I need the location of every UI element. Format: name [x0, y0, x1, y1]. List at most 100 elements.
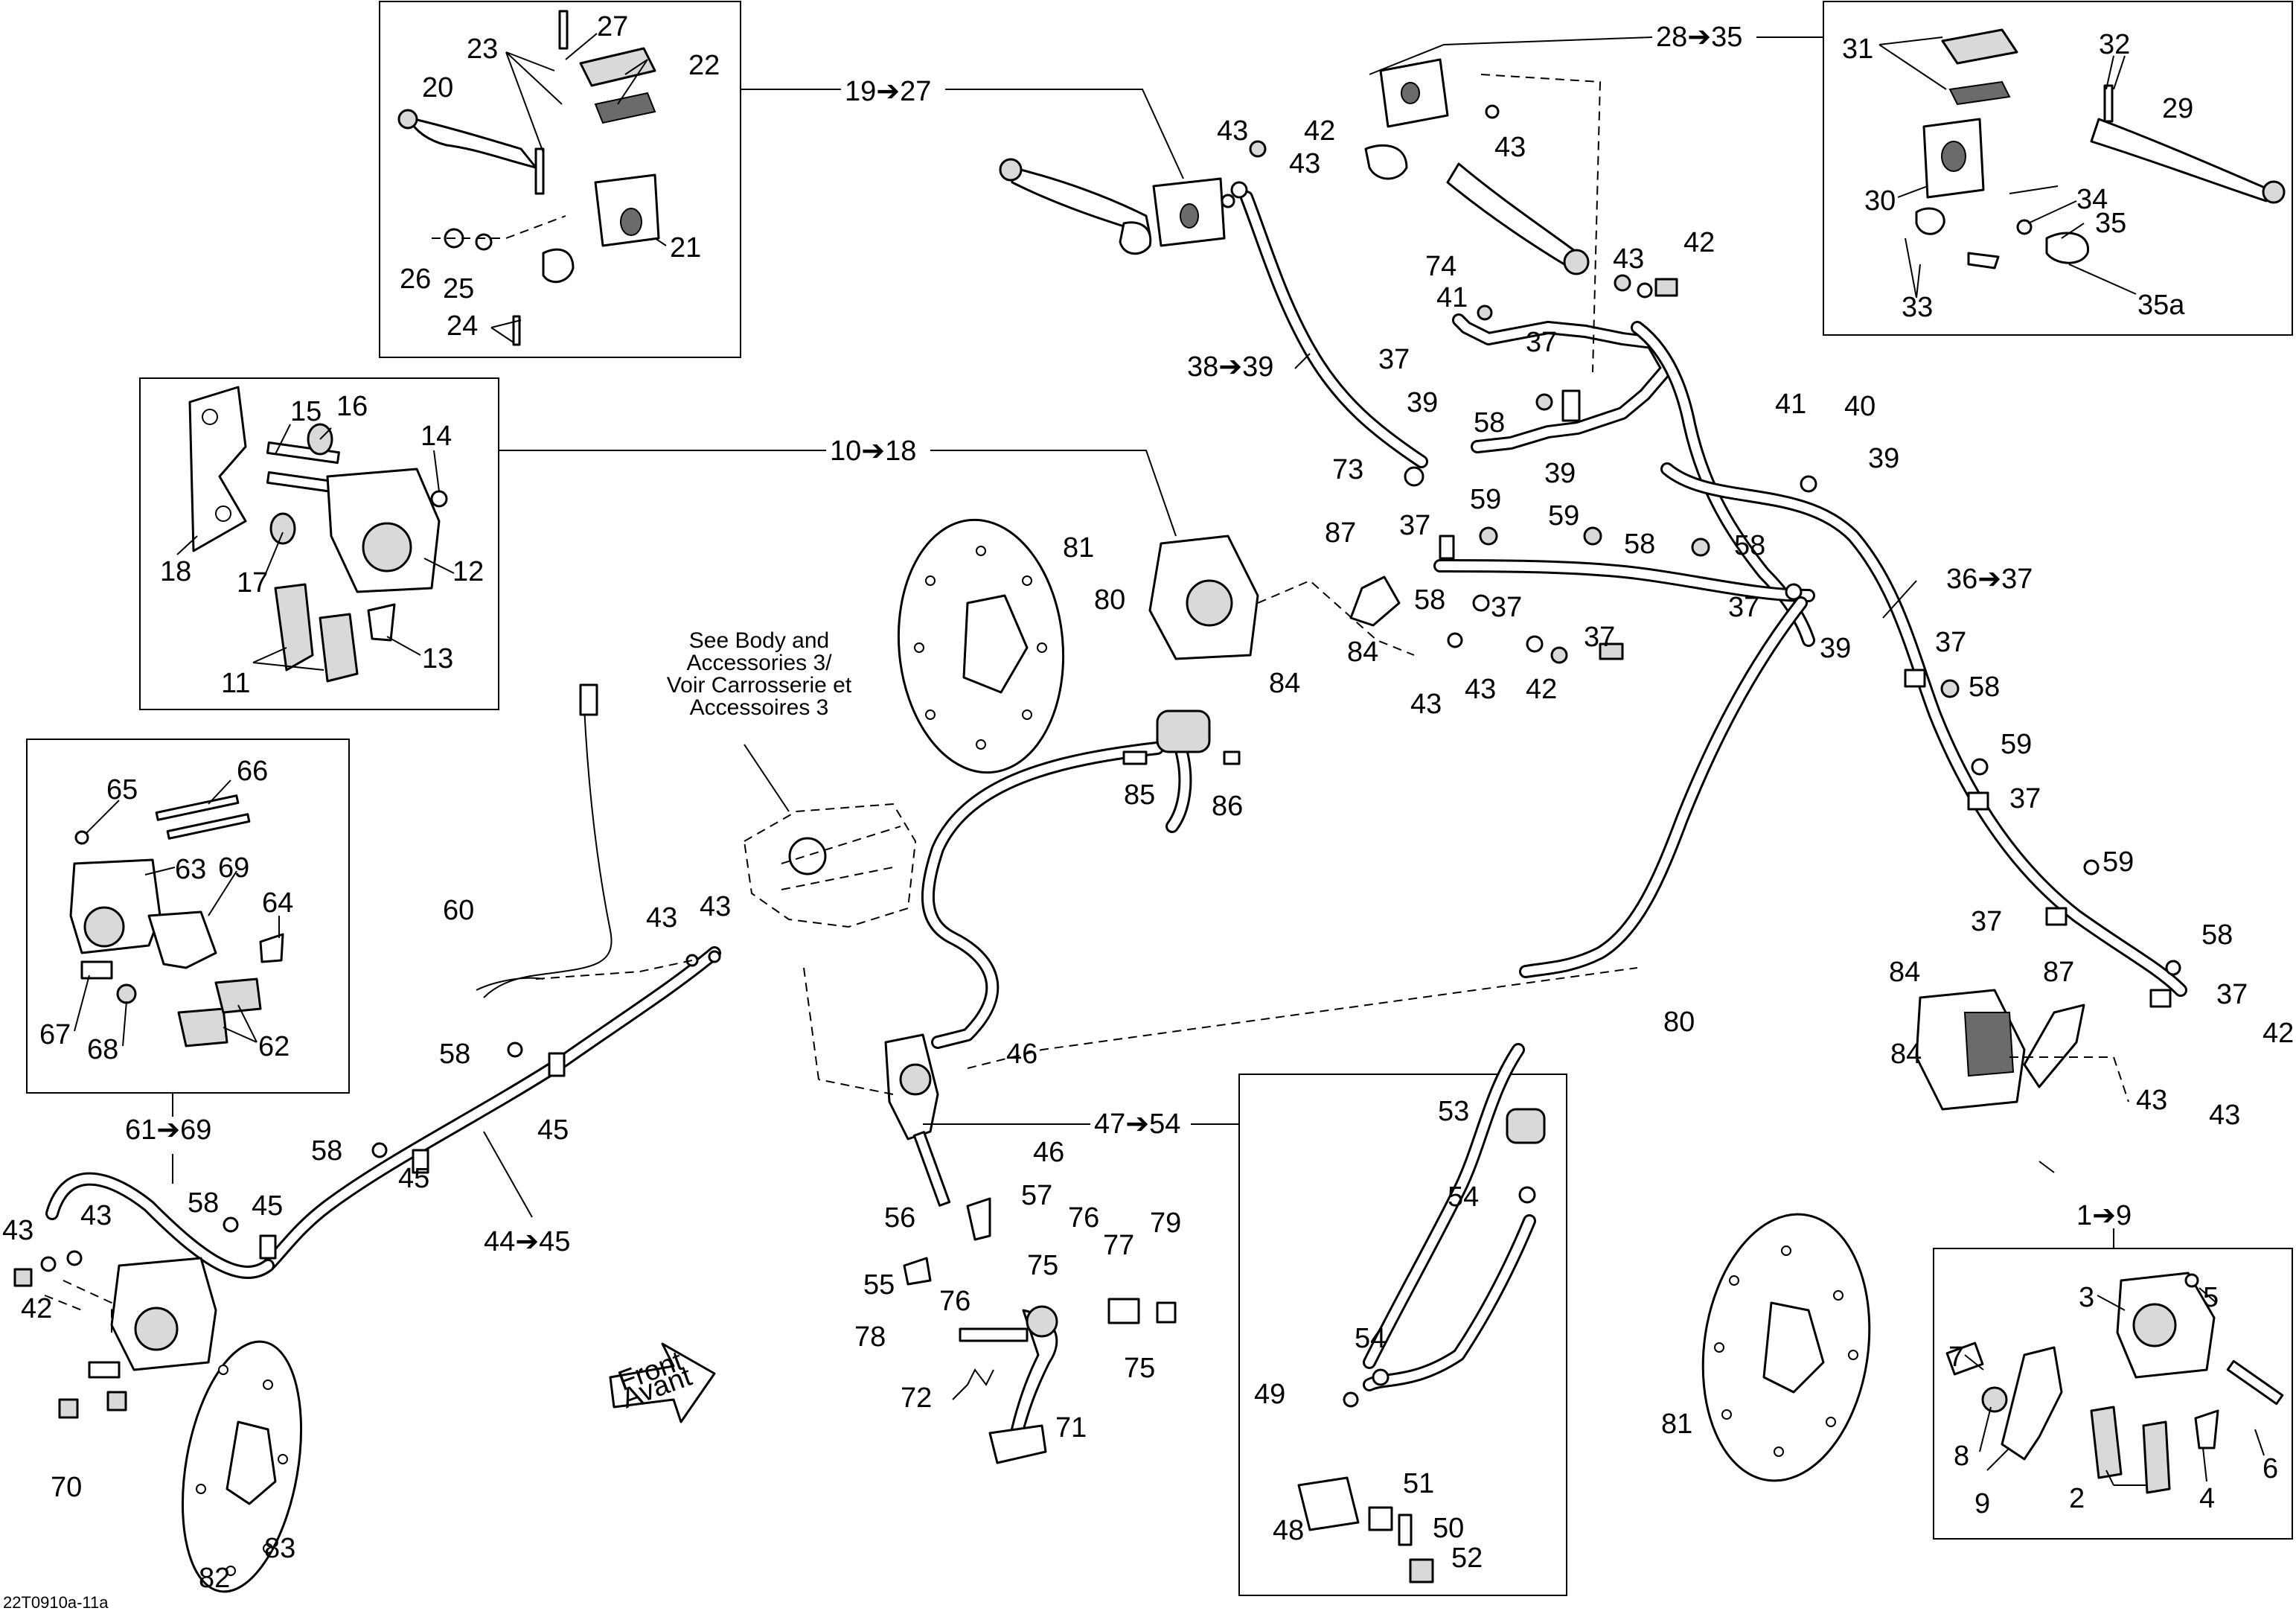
callout-41-a: 41 — [1436, 282, 1468, 313]
rear-caliper-main — [44, 1257, 217, 1419]
brake-pad-11b — [319, 613, 359, 683]
callout-58-g: 58 — [439, 1039, 470, 1070]
handlebar-lever-19-27 — [999, 140, 1267, 255]
callout-8: 8 — [1954, 1441, 1969, 1472]
callout-75-b: 75 — [1124, 1353, 1155, 1384]
callout-42-e: 42 — [21, 1293, 52, 1324]
callout-37-c: 37 — [1399, 510, 1430, 541]
callout-43-h: 43 — [2209, 1100, 2240, 1131]
callout-78: 78 — [854, 1321, 886, 1353]
callout-68: 68 — [87, 1034, 118, 1065]
callout-9: 9 — [1974, 1488, 1990, 1519]
brake-disc-81-right — [1701, 1213, 1871, 1482]
callout-74: 74 — [1425, 251, 1456, 282]
group-labels: 19➔27 28➔35 10➔18 38➔39 36➔37 47➔54 61➔6… — [125, 22, 2132, 1257]
brake-lever-29 — [2090, 118, 2271, 202]
o-ring-25 — [475, 233, 493, 251]
callout-37-g: 37 — [1935, 627, 1966, 658]
callout-37-e: 37 — [1584, 622, 1615, 653]
callout-59-b: 59 — [1548, 500, 1579, 532]
callout-70: 70 — [51, 1472, 82, 1503]
callout-43-i: 43 — [646, 902, 677, 934]
callout-85: 85 — [1124, 779, 1155, 811]
callout-37-f: 37 — [1728, 592, 1759, 623]
callout-45-c: 45 — [252, 1190, 283, 1222]
group-19-27: 19➔27 — [845, 76, 931, 107]
cover-screw — [558, 10, 569, 50]
callout-11: 11 — [221, 668, 250, 699]
pad-62a — [177, 1007, 228, 1047]
callout-72: 72 — [901, 1382, 932, 1414]
callout-84-c: 84 — [1889, 957, 1920, 988]
callout-45-a: 45 — [537, 1114, 569, 1146]
bracket-9 — [2001, 1346, 2063, 1461]
callout-16: 16 — [336, 391, 368, 422]
caliper-bracket-18 — [188, 386, 247, 552]
lever-assembly-28-35 — [1878, 28, 2286, 299]
callout-43-d: 43 — [1613, 243, 1644, 275]
callout-73: 73 — [1332, 454, 1363, 485]
callout-46-a: 46 — [1006, 1039, 1037, 1070]
callout-35a: 35a — [2137, 290, 2185, 321]
brake-pedal-assembly — [803, 967, 1638, 1464]
callout-42-d: 42 — [2263, 1018, 2294, 1049]
caliper-piston-3 — [2132, 1303, 2177, 1347]
callout-30: 30 — [1864, 185, 1896, 217]
callout-14: 14 — [420, 421, 452, 452]
callout-40: 40 — [1844, 391, 1876, 422]
callout-43-l: 43 — [80, 1200, 112, 1231]
callout-75-a: 75 — [1027, 1250, 1058, 1281]
callout-46-b: 46 — [1033, 1137, 1064, 1168]
callout-41-b: 41 — [1775, 389, 1806, 420]
callout-84-d: 84 — [1890, 1039, 1922, 1070]
callout-33: 33 — [1902, 292, 1933, 323]
slide-pin-7 — [1945, 1342, 1984, 1376]
callout-20: 20 — [422, 72, 453, 103]
diaphragm-22 — [594, 92, 656, 124]
callout-43-g: 43 — [2136, 1085, 2167, 1116]
clamp-33 — [1915, 207, 1945, 235]
callout-84-a: 84 — [1347, 637, 1378, 668]
callout-37-b: 37 — [1526, 327, 1557, 358]
group-1-9: 1➔9 — [2076, 1200, 2132, 1231]
pins-66b — [166, 813, 251, 840]
callout-25: 25 — [443, 273, 474, 304]
brake-disc-83 — [181, 1340, 303, 1593]
lever-assembly-19-27 — [397, 10, 667, 346]
callout-58-d: 58 — [1414, 584, 1445, 616]
callout-67: 67 — [39, 1019, 71, 1050]
bleeder-65 — [74, 830, 89, 845]
caliper-assembly-61-69 — [69, 779, 284, 1047]
note-line-3: Voir Carrosserie et — [667, 673, 852, 698]
lever-ball-end — [397, 109, 418, 130]
callout-69: 69 — [218, 852, 249, 884]
callout-39-c: 39 — [1868, 443, 1899, 474]
master-cylinder-port — [620, 208, 642, 236]
brake-disc-81-left — [897, 518, 1065, 774]
callout-54-a: 54 — [1448, 1181, 1479, 1213]
note-line-2: Accessories 3/ — [686, 651, 832, 675]
callout-59-c: 59 — [2001, 729, 2032, 760]
callout-87-a: 87 — [1325, 517, 1356, 549]
callout-48: 48 — [1273, 1515, 1304, 1546]
group-61-69: 61➔69 — [125, 1114, 211, 1146]
inset-lever-assembly-28-35 — [1823, 1, 2293, 336]
engine-reference — [743, 744, 917, 928]
diaphragm-31 — [1948, 80, 2011, 106]
callout-64: 64 — [262, 887, 293, 919]
callout-66: 66 — [237, 756, 268, 787]
wheel-speed-sensor-60 — [476, 683, 693, 991]
brake-lines — [45, 191, 2187, 1369]
image-code: 22T0910a-11a — [3, 1593, 109, 1612]
callout-32: 32 — [2099, 29, 2130, 60]
pad-2a — [2090, 1406, 2123, 1479]
pivot-bolt-32 — [2103, 84, 2114, 123]
callout-63: 63 — [175, 854, 206, 885]
pins-66 — [155, 794, 240, 821]
callout-43-f: 43 — [1465, 674, 1496, 705]
group-leaders — [172, 36, 2114, 1251]
callout-4: 4 — [2199, 1483, 2215, 1514]
callout-2: 2 — [2069, 1483, 2085, 1514]
group-47-54: 47➔54 — [1094, 1109, 1180, 1140]
callout-50: 50 — [1433, 1513, 1464, 1544]
